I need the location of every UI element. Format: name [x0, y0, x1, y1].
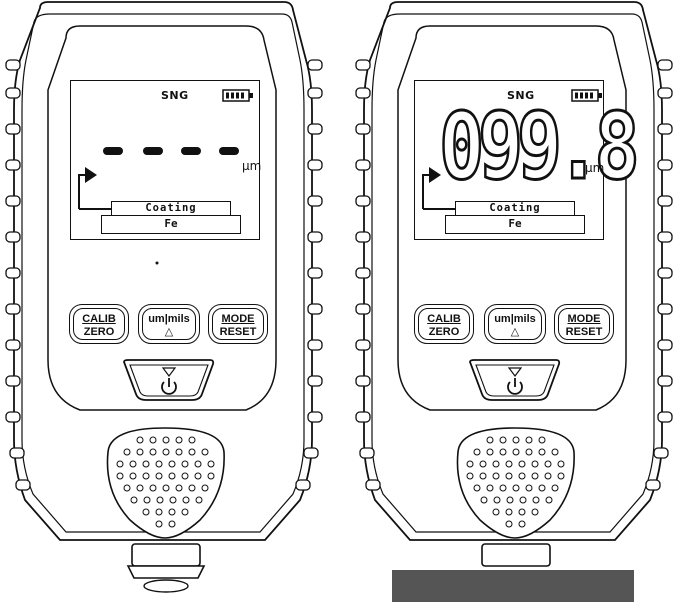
- zero-label: ZERO: [428, 326, 460, 338]
- reading-value: 099.8: [438, 93, 641, 200]
- coating-label: Coating: [455, 201, 575, 216]
- dash-2: [143, 147, 163, 155]
- power-icon: [507, 378, 523, 395]
- mode-btn-label: MODE: [221, 313, 255, 325]
- mode-reset-button[interactable]: MODE RESET: [554, 304, 614, 344]
- dash-3: [181, 147, 201, 155]
- units-label: um|mils: [494, 313, 536, 325]
- units-label: um|mils: [148, 313, 190, 325]
- calib-label: CALIB: [82, 313, 116, 325]
- arrow-icon: [78, 167, 111, 210]
- down-triangle-icon: [507, 367, 523, 377]
- units-button[interactable]: um|mils △: [138, 304, 200, 344]
- dash-1: [103, 147, 123, 155]
- unit-label: µm: [585, 161, 605, 175]
- unit-label: µm: [242, 159, 262, 173]
- lcd-screen: SNG 099.8 µm Coating Fe: [414, 80, 641, 240]
- calib-zero-button[interactable]: CALIB ZERO: [414, 304, 474, 344]
- power-button[interactable]: [468, 358, 562, 402]
- power-button[interactable]: [122, 358, 216, 402]
- lcd-screen: SNG µm Coating Fe: [70, 80, 262, 240]
- reset-label: RESET: [219, 326, 257, 338]
- power-icon: [161, 378, 177, 395]
- mode-btn-label: MODE: [567, 313, 601, 325]
- coating-label: Coating: [111, 201, 231, 216]
- gauge-device-right: SNG 099.8 µm Coating Fe CALIB ZERO um|mi…: [350, 0, 673, 602]
- gauge-device-left: SNG µm Coating Fe CALIB ZERO um|mil: [0, 0, 323, 602]
- surface-bar: [392, 570, 634, 602]
- units-button[interactable]: um|mils △: [484, 304, 546, 344]
- calib-label: CALIB: [427, 313, 461, 325]
- up-triangle-icon: △: [510, 326, 520, 338]
- arrow-icon: [422, 167, 455, 210]
- substrate-label: Fe: [445, 215, 585, 234]
- reset-label: RESET: [565, 326, 603, 338]
- mode-label: SNG: [507, 89, 535, 102]
- battery-icon: [222, 89, 253, 102]
- mode-label: SNG: [161, 89, 189, 102]
- zero-label: ZERO: [83, 326, 115, 338]
- up-triangle-icon: △: [164, 326, 174, 338]
- down-triangle-icon: [161, 367, 177, 377]
- dash-4: [219, 147, 239, 155]
- calib-zero-button[interactable]: CALIB ZERO: [69, 304, 129, 344]
- substrate-label: Fe: [101, 215, 241, 234]
- mode-reset-button[interactable]: MODE RESET: [208, 304, 268, 344]
- battery-icon: [571, 89, 602, 102]
